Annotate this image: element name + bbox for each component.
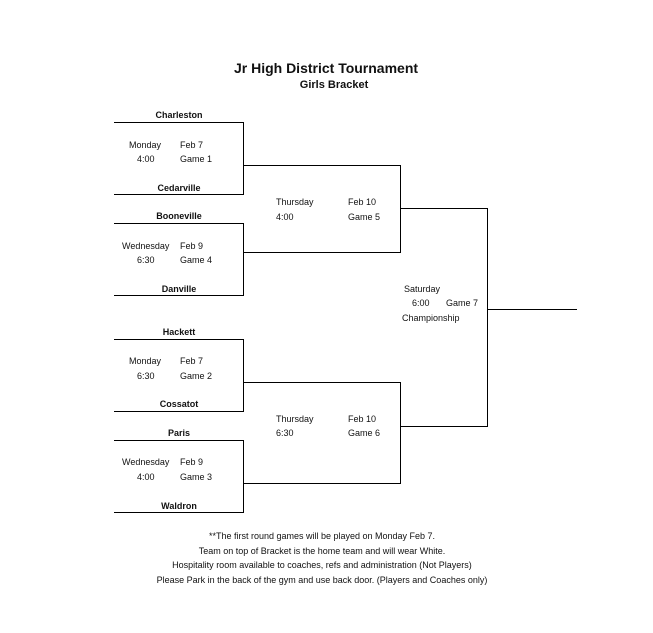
- bracket-line-cedarville: [114, 194, 244, 195]
- game-4-day: Wednesday: [122, 241, 170, 251]
- bracket-line-winner-game2: [243, 382, 401, 383]
- game-2-label: Game 2: [180, 371, 213, 381]
- team-hackett: Hackett: [162, 327, 196, 337]
- bracket-connector-game1: [243, 122, 244, 194]
- bracket-line-waldron: [114, 512, 244, 513]
- game-2-time: 6:30: [137, 371, 155, 381]
- game-6-time: 6:30: [276, 428, 294, 438]
- bracket-connector-game3: [243, 440, 244, 512]
- game-7-label: Game 7: [446, 298, 479, 308]
- note-hospitality: Hospitality room available to coaches, r…: [172, 560, 472, 570]
- game-3-day: Wednesday: [122, 457, 170, 467]
- bracket-line-cossatot: [114, 411, 244, 412]
- team-booneville: Booneville: [156, 211, 202, 221]
- bracket-connector-game2: [243, 339, 244, 411]
- team-waldron: Waldron: [161, 501, 197, 511]
- bracket-line-champion: [487, 309, 577, 310]
- team-charleston: Charleston: [155, 110, 203, 120]
- note-home-team: Team on top of Bracket is the home team …: [198, 545, 446, 556]
- bracket-line-winner-game6: [400, 426, 488, 427]
- game-3-date: Feb 9: [180, 457, 204, 467]
- game-7-day: Saturday: [404, 284, 441, 294]
- game-1-time: 4:00: [137, 154, 155, 164]
- game-6-label: Game 6: [348, 428, 381, 438]
- game-5-label: Game 5: [348, 212, 381, 222]
- game-3-label: Game 3: [180, 472, 213, 482]
- game-7-note: Championship: [402, 313, 460, 323]
- bracket-line-winner-game1: [243, 165, 401, 166]
- game-6-date: Feb 10: [348, 414, 377, 424]
- game-2-date: Feb 7: [180, 356, 204, 366]
- bracket-connector-game6: [400, 382, 401, 483]
- game-5-day: Thursday: [276, 197, 314, 207]
- page-title: Jr High District Tournament: [233, 60, 419, 76]
- game-2-day: Monday: [129, 356, 162, 366]
- game-5-date: Feb 10: [348, 197, 377, 207]
- bracket-line-danville: [114, 295, 244, 296]
- game-4-label: Game 4: [180, 255, 213, 265]
- team-cedarville: Cedarville: [157, 183, 201, 193]
- bracket-line-paris: [114, 440, 244, 441]
- bracket-line-winner-game5: [400, 208, 488, 209]
- note-first-round: **The first round games will be played o…: [208, 531, 436, 541]
- bracket-connector-game7: [487, 208, 488, 426]
- page-subtitle: Girls Bracket: [299, 79, 369, 91]
- game-4-date: Feb 9: [180, 241, 204, 251]
- game-5-time: 4:00: [276, 212, 294, 222]
- bracket-line-charleston: [114, 122, 244, 123]
- notes: **The first round games will be played o…: [157, 529, 488, 587]
- game-7-time: 6:00: [412, 298, 430, 308]
- bracket-line-winner-game3: [243, 483, 401, 484]
- team-paris: Paris: [167, 428, 191, 438]
- team-danville: Danville: [161, 284, 197, 294]
- bracket-line-hackett: [114, 339, 244, 340]
- note-parking: Please Park in the back of the gym and u…: [156, 574, 488, 585]
- game-3-time: 4:00: [137, 472, 155, 482]
- game-1-date: Feb 7: [180, 140, 204, 150]
- game-1-day: Monday: [129, 140, 162, 150]
- bracket-line-booneville: [114, 223, 244, 224]
- game-4-time: 6:30: [137, 255, 155, 265]
- game-6-day: Thursday: [276, 414, 314, 424]
- team-cossatot: Cossatot: [159, 399, 199, 409]
- bracket-line-winner-game4: [243, 252, 401, 253]
- bracket-connector-game4: [243, 223, 244, 295]
- game-1-label: Game 1: [180, 154, 213, 164]
